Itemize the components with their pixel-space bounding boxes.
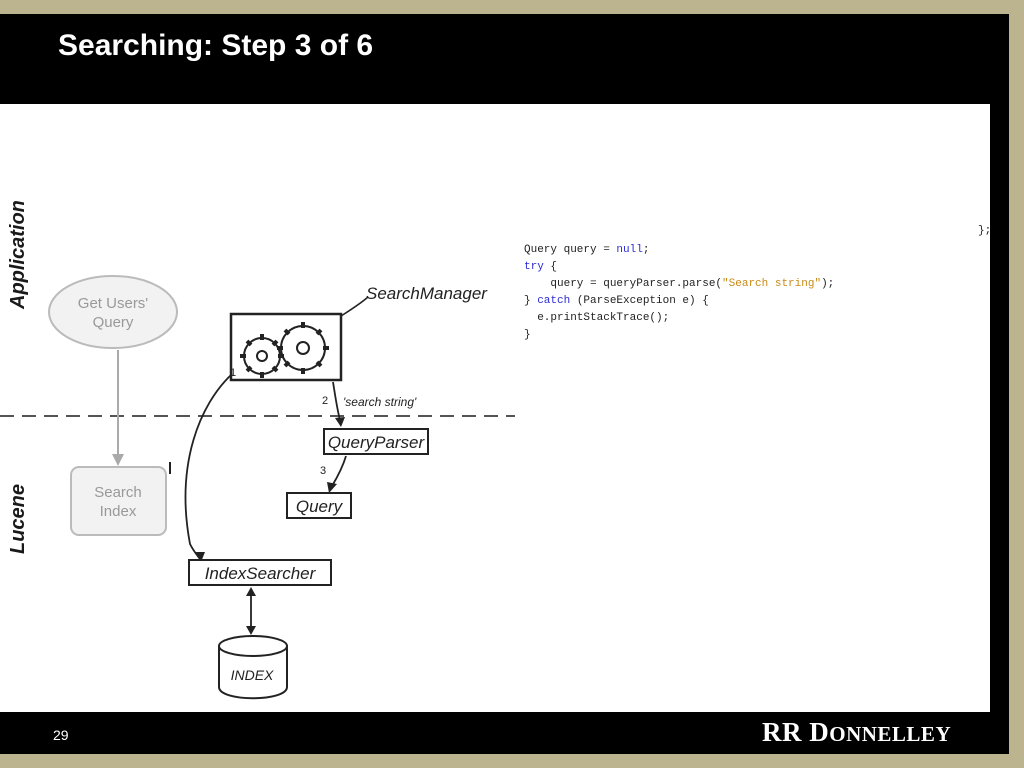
step3-arrowhead [327,482,337,493]
search-index-node [70,466,167,536]
code-line-2: try { [524,261,558,273]
search-index-label-2: Index [100,503,137,520]
searcher-index-arrowhead-down [246,626,256,635]
gears-icon [240,322,329,378]
query-label: Query [296,497,344,516]
search-manager-box [229,312,343,382]
page-number: 29 [53,727,69,743]
slide-content: Application Lucene Get Users' Query Sear… [0,104,990,712]
step3-arrow [331,455,347,487]
get-users-query-node [48,275,178,349]
code-snippet: Query query = null; try { query = queryPa… [524,242,834,344]
step2-arrowhead [335,417,345,427]
step3-number: 3 [320,465,326,477]
get-users-query-label-2: Query [93,314,134,331]
code-line-5: e.printStackTrace(); [524,312,670,324]
index-label: INDEX [231,667,274,683]
query-parser-box [323,428,429,455]
search-string-label: 'search string' [343,395,417,409]
brand-logo: RR DONNELLEY [762,717,952,747]
code-fragment-top: }; [978,225,990,237]
layer-label-application: Application [7,200,29,310]
query-parser-label: QueryParser [328,433,426,452]
step2-arrow [332,381,341,421]
layer-label-lucene: Lucene [7,484,29,554]
search-manager-pointer [340,296,369,317]
search-index-label-1: Search [94,484,142,501]
query-to-index-arrowhead [112,454,124,466]
searcher-index-arrowhead-up [246,587,256,596]
step2-number: 2 [322,395,328,407]
slide: Searching: Step 3 of 6 Application Lucen… [0,14,1009,754]
code-line-4: } catch (ParseException e) { [524,295,709,307]
get-users-query-label-1: Get Users' [78,295,149,312]
step1-arrowhead [194,552,205,562]
slide-title: Searching: Step 3 of 6 [58,29,374,62]
code-line-3: query = queryParser.parse("Search string… [524,278,835,290]
search-flow-diagram: Application Lucene Get Users' Query Sear… [0,200,515,700]
index-cylinder [218,635,288,700]
code-line-1: Query query = null; [524,244,650,256]
code-line-6: } [524,329,531,341]
step1-arrow [184,373,233,560]
search-manager-label: SearchManager [366,284,488,303]
query-box [286,492,352,519]
index-searcher-label: IndexSearcher [205,564,317,583]
index-searcher-box [188,559,332,586]
step1-number: 1 [230,367,236,379]
